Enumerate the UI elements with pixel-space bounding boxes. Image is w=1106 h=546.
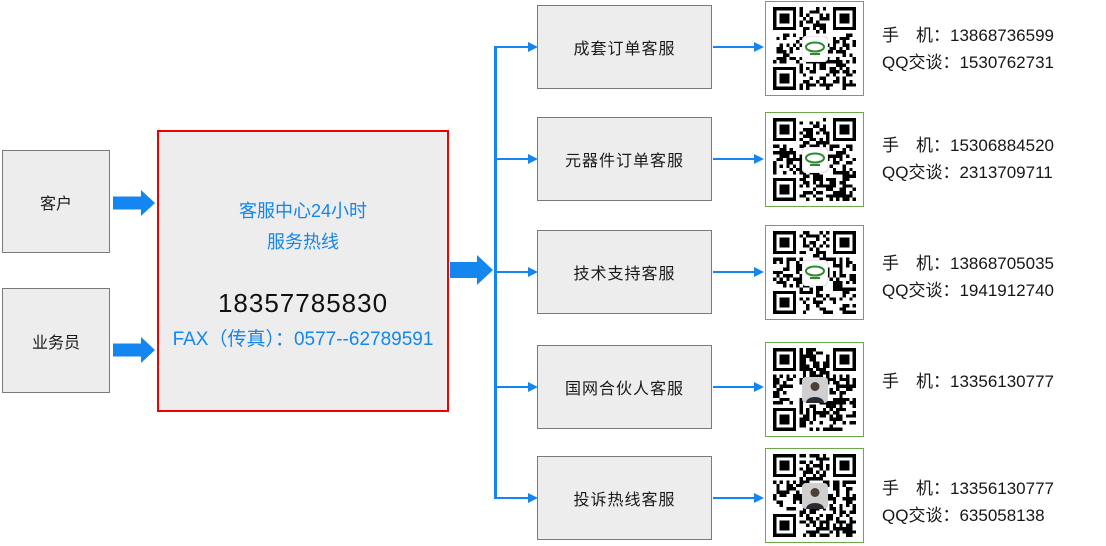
phone-line: 手 机：13356130777 (882, 368, 1054, 395)
qq-line: QQ交谈：2313709711 (882, 159, 1054, 186)
hotline-phone-number: 18357785830 (217, 288, 389, 318)
company-logo-icon (801, 146, 828, 173)
arrow-customer-to-center-icon (113, 190, 155, 216)
phone-number: 13868736599 (950, 26, 1055, 45)
qq-line: QQ交谈：635058138 (882, 502, 1054, 529)
qq-number: 1941912740 (959, 281, 1054, 300)
phone-number: 13868705035 (950, 254, 1055, 273)
node-customer: 客户 (2, 150, 110, 253)
phone-label: 手 机： (882, 254, 950, 273)
qr-code-tech-support (765, 225, 864, 320)
service-box-grid-partner: 国网合伙人客服 (537, 345, 712, 429)
company-logo-icon (801, 35, 828, 62)
service-box-label: 元器件订单客服 (564, 153, 684, 170)
node-salesperson: 业务员 (2, 288, 110, 393)
qr-arrow-5-icon (713, 492, 764, 504)
contact-info-5: 手 机：13356130777 QQ交谈：635058138 (882, 475, 1054, 529)
qq-label: QQ交谈： (882, 53, 960, 72)
service-box-label: 国网合伙人客服 (564, 381, 684, 398)
company-logo-icon (801, 259, 828, 286)
contact-info-4: 手 机：13356130777 (882, 368, 1054, 395)
phone-number: 13356130777 (950, 479, 1055, 498)
hotline-center-box: 客服中心24小时 服务热线 18357785830 FAX（传真）：0577--… (157, 130, 449, 412)
hotline-title: 客服中心24小时 服务热线 (159, 196, 447, 258)
phone-line: 手 机：13868705035 (882, 250, 1054, 277)
qq-label: QQ交谈： (882, 163, 960, 182)
qr-code-complete-set-orders (765, 1, 864, 96)
node-customer-label: 客户 (39, 195, 72, 213)
qq-label: QQ交谈： (882, 281, 960, 300)
qq-number: 2313709711 (959, 163, 1053, 182)
phone-line: 手 机：13868736599 (882, 22, 1054, 49)
qr-code-complaint-hotline (765, 448, 864, 543)
contact-info-1: 手 机：13868736599 QQ交谈：1530762731 (882, 22, 1054, 76)
service-box-label: 投诉热线客服 (573, 492, 676, 509)
branch-arrow-5-icon (494, 492, 538, 504)
hotline-fax-number: FAX（传真）：0577--62789591 (172, 329, 434, 350)
service-box-complete-set-orders: 成套订单客服 (537, 5, 712, 89)
phone-line: 手 机：13356130777 (882, 475, 1054, 502)
qq-number: 1530762731 (959, 53, 1054, 72)
qq-line: QQ交谈：1530762731 (882, 49, 1054, 76)
hotline-title-line2: 服务热线 (267, 232, 339, 252)
qr-arrow-2-icon (713, 153, 764, 165)
qq-label: QQ交谈： (882, 506, 960, 525)
node-salesperson-label: 业务员 (31, 334, 80, 352)
contact-info-2: 手 机：15306884520 QQ交谈：2313709711 (882, 132, 1054, 186)
phone-label: 手 机： (882, 372, 950, 391)
service-box-label: 成套订单客服 (573, 41, 676, 58)
qq-line: QQ交谈：1941912740 (882, 277, 1054, 304)
qr-arrow-3-icon (713, 266, 764, 278)
qq-number: 635058138 (959, 506, 1045, 525)
phone-line: 手 机：15306884520 (882, 132, 1054, 159)
arrow-center-to-branches-icon (450, 255, 493, 285)
phone-label: 手 机： (882, 136, 950, 155)
hotline-title-line1: 客服中心24小时 (238, 201, 368, 221)
phone-label: 手 机： (882, 26, 950, 45)
service-box-tech-support: 技术支持客服 (537, 230, 712, 314)
service-box-label: 技术支持客服 (573, 266, 676, 283)
qr-code-component-orders (765, 112, 864, 207)
branch-arrow-1-icon (494, 41, 538, 53)
qr-arrow-4-icon (713, 381, 764, 393)
branch-arrow-3-icon (494, 266, 538, 278)
service-box-complaint-hotline: 投诉热线客服 (537, 456, 712, 540)
person-avatar-icon (801, 376, 828, 403)
arrow-salesperson-to-center-icon (113, 337, 155, 363)
phone-number: 13356130777 (950, 372, 1055, 391)
branch-arrow-4-icon (494, 381, 538, 393)
service-box-component-orders: 元器件订单客服 (537, 117, 712, 201)
phone-number: 15306884520 (950, 136, 1055, 155)
contact-info-3: 手 机：13868705035 QQ交谈：1941912740 (882, 250, 1054, 304)
person-avatar-icon (801, 482, 828, 509)
qr-arrow-1-icon (713, 41, 764, 53)
qr-code-grid-partner (765, 342, 864, 437)
branch-arrow-2-icon (494, 153, 538, 165)
phone-label: 手 机： (882, 479, 950, 498)
